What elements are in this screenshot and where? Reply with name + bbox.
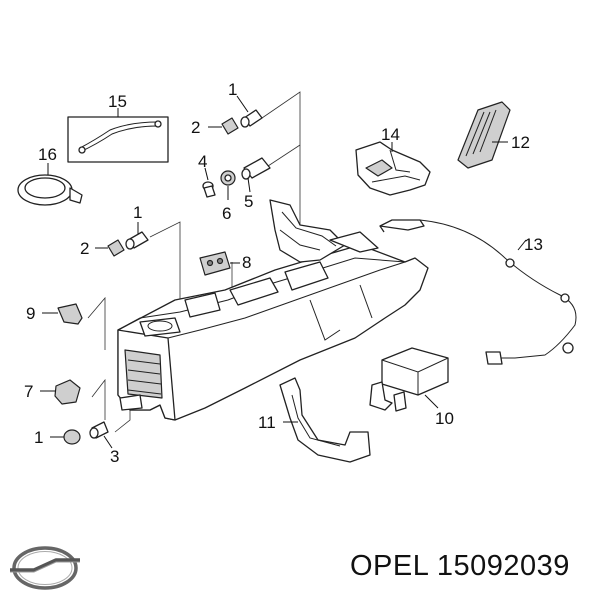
callout-5: 5	[244, 192, 253, 211]
callout-9: 9	[26, 304, 35, 323]
part-1-clip-middle	[125, 231, 149, 250]
part-16-ring	[17, 174, 83, 206]
callout-16: 16	[38, 145, 57, 164]
brand-name: OPEL	[350, 550, 429, 582]
callout-6: 6	[222, 204, 231, 223]
callout-13: 13	[524, 235, 543, 254]
part-13-cable	[379, 219, 577, 365]
callout-2-middle: 2	[80, 239, 89, 258]
opel-logo-icon	[10, 546, 80, 590]
part-9-trim-clip	[57, 303, 83, 325]
part-14-bracket	[355, 141, 431, 196]
callout-1-top: 1	[228, 80, 237, 99]
callout-3: 3	[110, 447, 119, 466]
callout-12: 12	[511, 133, 530, 152]
callout-10: 10	[435, 409, 454, 428]
part-11-support-bracket	[279, 377, 371, 463]
part-2-cap-top	[221, 117, 239, 135]
part-10-control-module	[369, 347, 449, 412]
callout-15: 15	[108, 92, 127, 111]
part-7-bracket	[54, 379, 81, 405]
part-1-cap-bottom	[63, 429, 81, 445]
callout-14: 14	[381, 125, 400, 144]
callout-4: 4	[198, 152, 207, 171]
reference-lines	[87, 91, 301, 433]
callout-1-bottom: 1	[34, 428, 43, 447]
callout-2-top: 2	[191, 118, 200, 137]
part-5-sleeve	[241, 157, 271, 180]
callout-11: 11	[258, 413, 276, 432]
part-8-switch	[199, 251, 231, 276]
part-3-clip-bottom	[89, 421, 109, 439]
callout-7: 7	[24, 382, 33, 401]
part-number-caption: OPEL 15092039	[350, 550, 570, 583]
center-console	[117, 199, 429, 421]
part-2-cap-middle	[107, 239, 125, 257]
callout-1-middle: 1	[133, 203, 142, 222]
part-6-grommet	[220, 170, 236, 186]
part-15-wire-harness	[67, 116, 169, 163]
part-4-screw	[202, 181, 216, 198]
part-1-clip-top	[240, 109, 263, 128]
callout-8: 8	[242, 253, 251, 272]
part-12-trim-strip	[457, 101, 511, 169]
callout-labels: 1 2 4 6 5 15 16 14 12 1 2 8 13 9 7 10 11…	[24, 80, 543, 466]
part-number: 15092039	[436, 550, 570, 582]
